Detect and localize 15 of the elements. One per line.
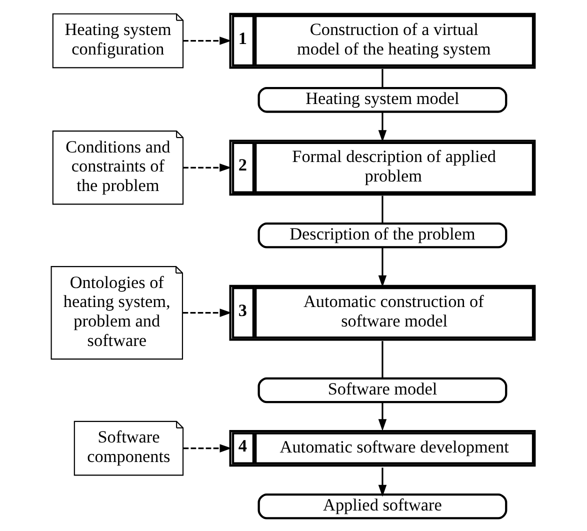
arrow [378, 468, 387, 497]
connector [382, 196, 384, 224]
arrow [378, 402, 387, 431]
arrow [182, 308, 232, 317]
arrow [378, 247, 387, 288]
arrow [183, 444, 232, 452]
node-box: Heating system model [258, 87, 508, 113]
node-box: Applied software [258, 493, 508, 520]
connector [382, 69, 384, 88]
node-box: Software model [258, 377, 508, 404]
arrow [183, 164, 232, 172]
node-box: Description of the problem [258, 222, 508, 248]
arrow [378, 112, 387, 142]
arrow [183, 36, 232, 45]
connector [382, 341, 384, 378]
